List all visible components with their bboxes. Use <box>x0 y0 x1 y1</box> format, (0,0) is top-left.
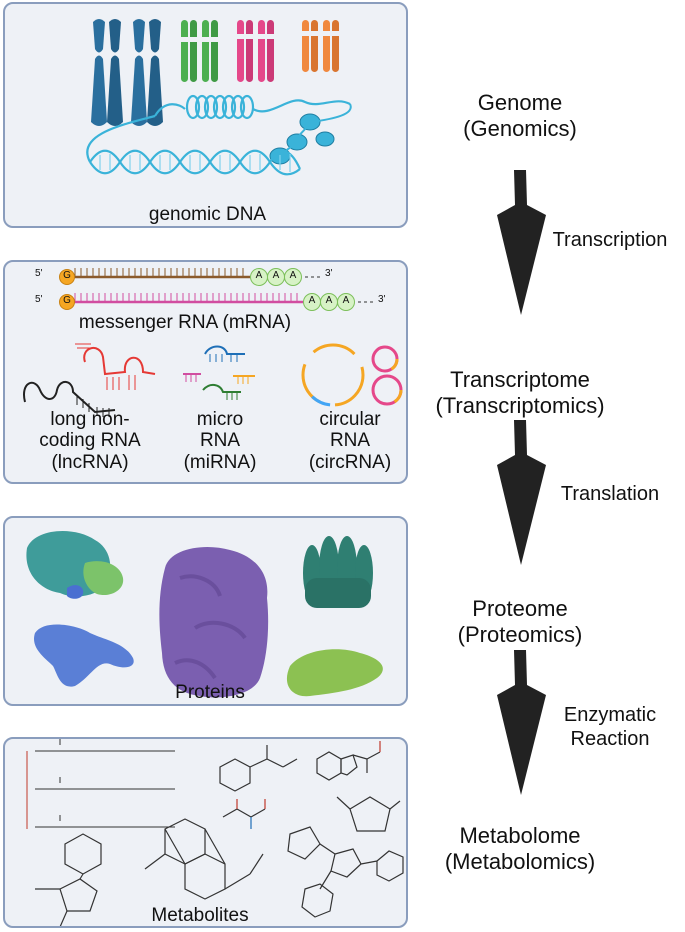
process-enzymatic-reaction: Enzymatic Reaction <box>545 703 675 751</box>
cage-compound-structure <box>144 818 264 900</box>
chromosome-pink <box>235 20 275 82</box>
mrna-1-three-prime: 3' <box>325 268 333 279</box>
sugar-structure <box>336 796 401 832</box>
protein-channel <box>303 536 373 608</box>
mirna-label-line: (miRNA) <box>183 451 257 473</box>
triglyceride-structure <box>26 739 175 829</box>
mirna-label: micro RNA (miRNA) <box>170 409 270 473</box>
circrna-label: circular RNA (circRNA) <box>295 409 405 473</box>
genomic-dna-panel: genomic DNA <box>3 2 408 228</box>
mrna-1-tail-a: A <box>255 270 263 281</box>
proteins-label: Proteins <box>175 682 245 703</box>
chromosome-blue-2 <box>131 19 163 126</box>
circrna-illustration <box>301 343 403 407</box>
chromosome-orange <box>300 20 340 72</box>
catecholamine-structure <box>219 745 298 792</box>
arrow-enzymatic-reaction <box>497 650 546 795</box>
protein-green-blob <box>286 649 383 697</box>
level-name: Proteome <box>472 596 568 621</box>
chromatin-coil <box>154 94 351 120</box>
mrna-1-cap-label: G <box>63 270 71 281</box>
level-proteome: Proteome (Proteomics) <box>420 596 620 649</box>
proteins-illustration <box>26 530 383 698</box>
mrna-2-tail-a: A <box>308 295 316 306</box>
level-name: Genome <box>477 90 563 115</box>
process-translation: Translation <box>545 482 675 506</box>
protein-blue-blob <box>34 624 134 687</box>
chromosome-green <box>179 20 219 82</box>
genomic-dna-illustration <box>86 19 352 176</box>
level-field: (Genomics) <box>463 116 577 142</box>
rna-panel: 5' G A A A 3' 5' G A A A 3' messenger RN… <box>3 260 408 484</box>
level-field: (Transcriptomics) <box>435 393 605 419</box>
tryptophan-structure <box>316 741 381 781</box>
lncrna-label-line: coding RNA <box>39 430 141 452</box>
mrna-2-tail-a: A <box>325 295 333 306</box>
process-transcription: Transcription <box>540 228 680 252</box>
mrna-2-tail-a: A <box>342 295 350 306</box>
mrna-1-tail-a: A <box>289 270 297 281</box>
level-genome: Genome (Genomics) <box>420 90 620 143</box>
proteins-panel: Proteins <box>3 516 408 706</box>
mrna-strand-1 <box>59 268 323 286</box>
arrow-translation <box>497 420 546 565</box>
mirna-illustration <box>183 345 255 400</box>
mrna-2-cap-label: G <box>63 295 71 306</box>
arrow-transcription <box>497 170 546 315</box>
thiazole-triazole-structure <box>287 826 404 918</box>
genomic-dna-label: genomic DNA <box>148 204 267 225</box>
level-field: (Proteomics) <box>457 622 583 648</box>
mrna-1-five-prime: 5' <box>35 268 43 279</box>
mrna-1-tail-a: A <box>272 270 280 281</box>
dna-double-helix <box>86 114 302 176</box>
metabolites-panel: Metabolites <box>3 737 408 928</box>
rna-illustration <box>23 268 403 417</box>
circrna-label-line: RNA <box>329 430 371 452</box>
mrna-label: messenger RNA (mRNA) <box>78 312 292 333</box>
mirna-label-line: RNA <box>199 430 241 452</box>
lncrna-illustration <box>23 343 156 417</box>
process-line: Enzymatic <box>563 704 657 726</box>
lncrna-label-line: (lncRNA) <box>51 451 129 473</box>
level-transcriptome: Transcriptome (Transcriptomics) <box>420 367 620 420</box>
nucleoside-structure <box>35 833 102 926</box>
mrna-2-five-prime: 5' <box>35 294 43 305</box>
mirna-label-line: micro <box>196 409 244 430</box>
chromatin-linker <box>279 103 352 157</box>
metabolites-label: Metabolites <box>151 905 249 926</box>
circrna-label-line: circular <box>319 409 381 430</box>
level-name: Transcriptome <box>450 367 590 392</box>
protein-purple-large <box>159 547 269 698</box>
process-line: Translation <box>560 483 660 505</box>
chromosome-blue-1 <box>91 19 123 126</box>
lncrna-label-line: long non- <box>50 409 130 430</box>
mrna-strand-2 <box>59 293 376 311</box>
level-field: (Metabolomics) <box>444 849 596 875</box>
aspartate-structure <box>222 799 266 829</box>
metabolites-illustration <box>26 739 404 926</box>
level-metabolome: Metabolome (Metabolomics) <box>420 823 620 876</box>
process-line: Transcription <box>552 229 668 251</box>
dna-base-pairs <box>99 154 291 172</box>
lncrna-label: long non- coding RNA (lncRNA) <box>15 409 165 473</box>
circrna-label-line: (circRNA) <box>308 451 392 473</box>
level-name: Metabolome <box>459 823 581 848</box>
protein-teal-complex <box>26 530 124 599</box>
mrna-2-three-prime: 3' <box>378 294 386 305</box>
process-line: Reaction <box>570 728 650 750</box>
